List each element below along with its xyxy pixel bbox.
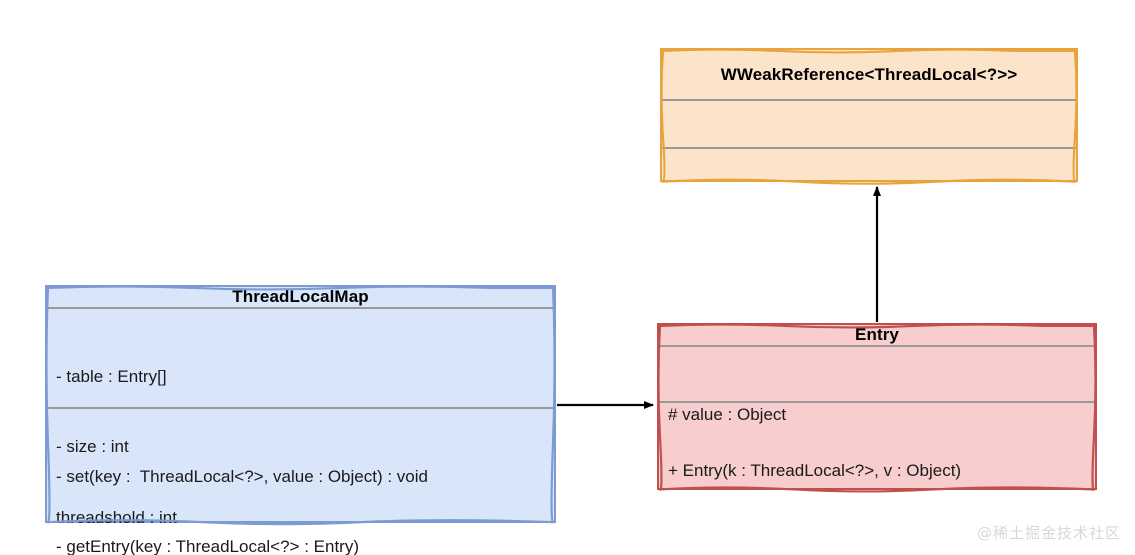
class-title-threadlocalmap: ThreadLocalMap [47, 287, 554, 307]
method-row: - getEntry(key : ThreadLocal<?> : Entry) [56, 537, 359, 555]
class-box-weakreference[interactable]: WWeakReference<ThreadLocal<?>> [660, 48, 1078, 185]
class-box-entry[interactable]: Entry # value : Object + Entry(k : Threa… [657, 323, 1097, 493]
class-methods-threadlocalmap: - set(key : ThreadLocal<?>, value : Obje… [47, 407, 554, 555]
class-title-weakreference: WWeakReference<ThreadLocal<?>> [662, 50, 1076, 99]
class-title-entry: Entry [659, 325, 1095, 345]
class-name-label: Entry [855, 325, 899, 344]
attribute-row: - size : int [56, 437, 129, 457]
class-box-threadlocalmap[interactable]: ThreadLocalMap - table : Entry[] - size … [45, 285, 556, 555]
class-attributes-threadlocalmap: - table : Entry[] - size : int threadsho… [47, 307, 554, 527]
class-name-label: WWeakReference<ThreadLocal<?>> [720, 64, 1018, 84]
class-methods-entry: + Entry(k : ThreadLocal<?>, v : Object) [659, 401, 1095, 535]
method-row: - set(key : ThreadLocal<?>, value : Obje… [56, 466, 428, 486]
attribute-row: - table : Entry[] [56, 366, 167, 386]
class-name-label: ThreadLocalMap [232, 287, 369, 306]
class-methods-weakreference [662, 147, 1076, 180]
class-attributes-entry: # value : Object [659, 345, 1095, 424]
method-row: + Entry(k : ThreadLocal<?>, v : Object) [668, 460, 962, 480]
attribute-row: # value : Object [668, 404, 787, 424]
watermark: @稀土掘金技术社区 [976, 524, 1121, 542]
class-attributes-weakreference [662, 99, 1076, 147]
